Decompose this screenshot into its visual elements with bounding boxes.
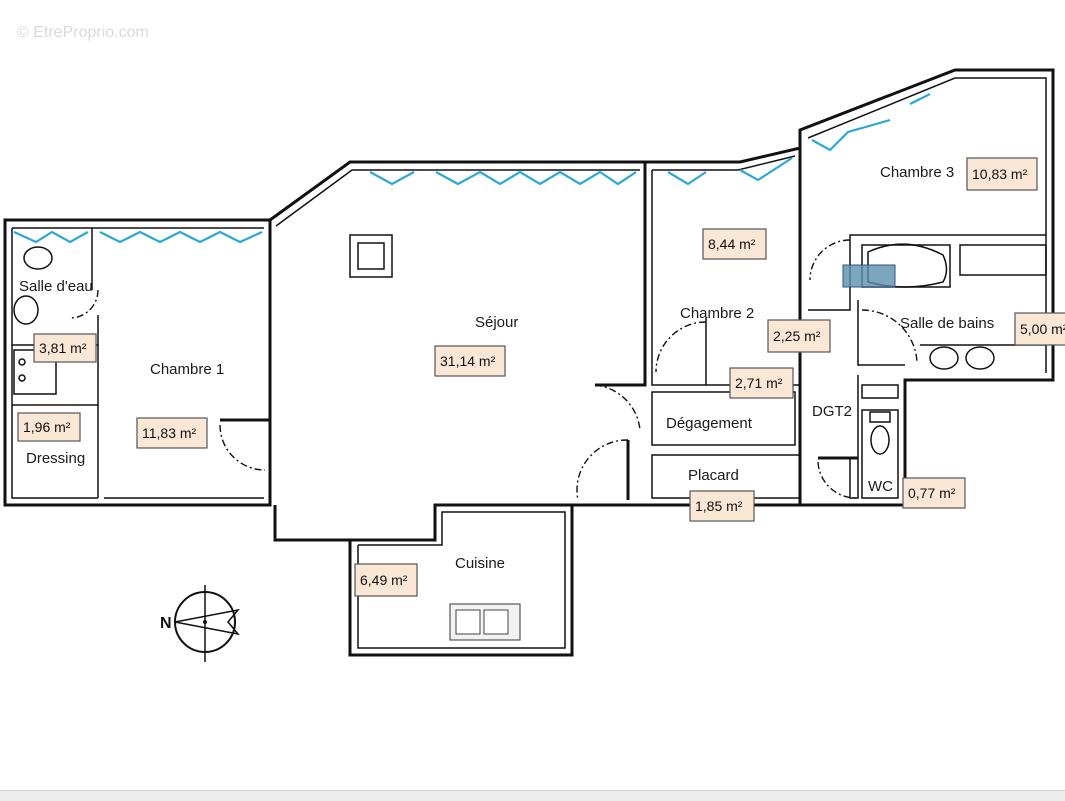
- svg-text:31,14 m²: 31,14 m²: [440, 353, 496, 369]
- room-name-chambre-3: Chambre 3: [880, 164, 954, 181]
- room-name-dgt2: DGT2: [812, 403, 852, 420]
- room-labels: Salle d'eau Dressing Chambre 1 Séjour Cu…: [19, 164, 994, 572]
- doors: [69, 239, 918, 501]
- area-badge-wc: 0,77 m²: [902, 477, 966, 509]
- area-badge-chambre-2: 8,44 m²: [702, 228, 767, 260]
- room-name-cuisine: Cuisine: [455, 555, 505, 572]
- room-name-salle-de-bains: Salle de bains: [900, 315, 994, 332]
- compass-north-label: N: [160, 615, 172, 632]
- room-name-dressing: Dressing: [26, 450, 85, 467]
- svg-text:0,77 m²: 0,77 m²: [908, 485, 956, 501]
- svg-text:6,49 m²: 6,49 m²: [360, 572, 408, 588]
- svg-text:11,83 m²: 11,83 m²: [142, 425, 197, 441]
- svg-text:1,96 m²: 1,96 m²: [23, 419, 71, 435]
- room-name-degagement: Dégagement: [666, 415, 753, 432]
- room-name-salle-deau: Salle d'eau: [19, 278, 93, 295]
- toilet-icon: [869, 411, 891, 455]
- area-badge-chambre-3: 10,83 m²: [966, 157, 1038, 191]
- area-badge-sejour: 31,14 m²: [434, 345, 506, 377]
- svg-text:2,71 m²: 2,71 m²: [735, 375, 783, 391]
- area-badge-degagement: 2,71 m²: [729, 367, 794, 399]
- svg-text:8,44 m²: 8,44 m²: [708, 236, 756, 252]
- room-name-sejour: Séjour: [475, 314, 518, 331]
- watermark: © EtreProprio.com: [17, 24, 149, 41]
- area-badge-dgt2: 2,25 m²: [767, 319, 831, 353]
- bottom-scrollbar[interactable]: [0, 790, 1065, 801]
- shower-icon: [13, 246, 53, 325]
- area-badge-cuisine: 6,49 m²: [354, 563, 418, 597]
- compass-icon: N: [160, 585, 240, 662]
- room-name-wc: WC: [868, 478, 893, 495]
- room-name-placard: Placard: [688, 467, 739, 484]
- svg-text:3,81 m²: 3,81 m²: [39, 340, 87, 356]
- area-badge-salle-deau: 3,81 m²: [33, 333, 97, 363]
- area-badge-chambre-1: 11,83 m²: [136, 417, 208, 449]
- bath-highlight: [842, 264, 896, 288]
- sejour-column: [349, 234, 393, 278]
- windows: [13, 93, 931, 244]
- kitchen-sink-icon: [449, 603, 521, 641]
- area-badge-salle-de-bains: 5,00 m²: [1014, 312, 1065, 346]
- svg-text:5,00 m²: 5,00 m²: [1020, 321, 1065, 337]
- svg-text:1,85 m²: 1,85 m²: [695, 498, 743, 514]
- svg-text:2,25 m²: 2,25 m²: [773, 328, 821, 344]
- room-name-chambre-1: Chambre 1: [150, 361, 224, 378]
- bathroom-sinks-icon: [929, 346, 995, 370]
- area-badge-placard: 1,85 m²: [689, 490, 755, 522]
- area-badge-dressing: 1,96 m²: [17, 412, 81, 442]
- svg-text:10,83 m²: 10,83 m²: [972, 166, 1028, 182]
- room-name-chambre-2: Chambre 2: [680, 305, 754, 322]
- area-badges: 3,81 m² 1,96 m² 11,83 m² 31,14 m² 6,49 m…: [17, 157, 1065, 597]
